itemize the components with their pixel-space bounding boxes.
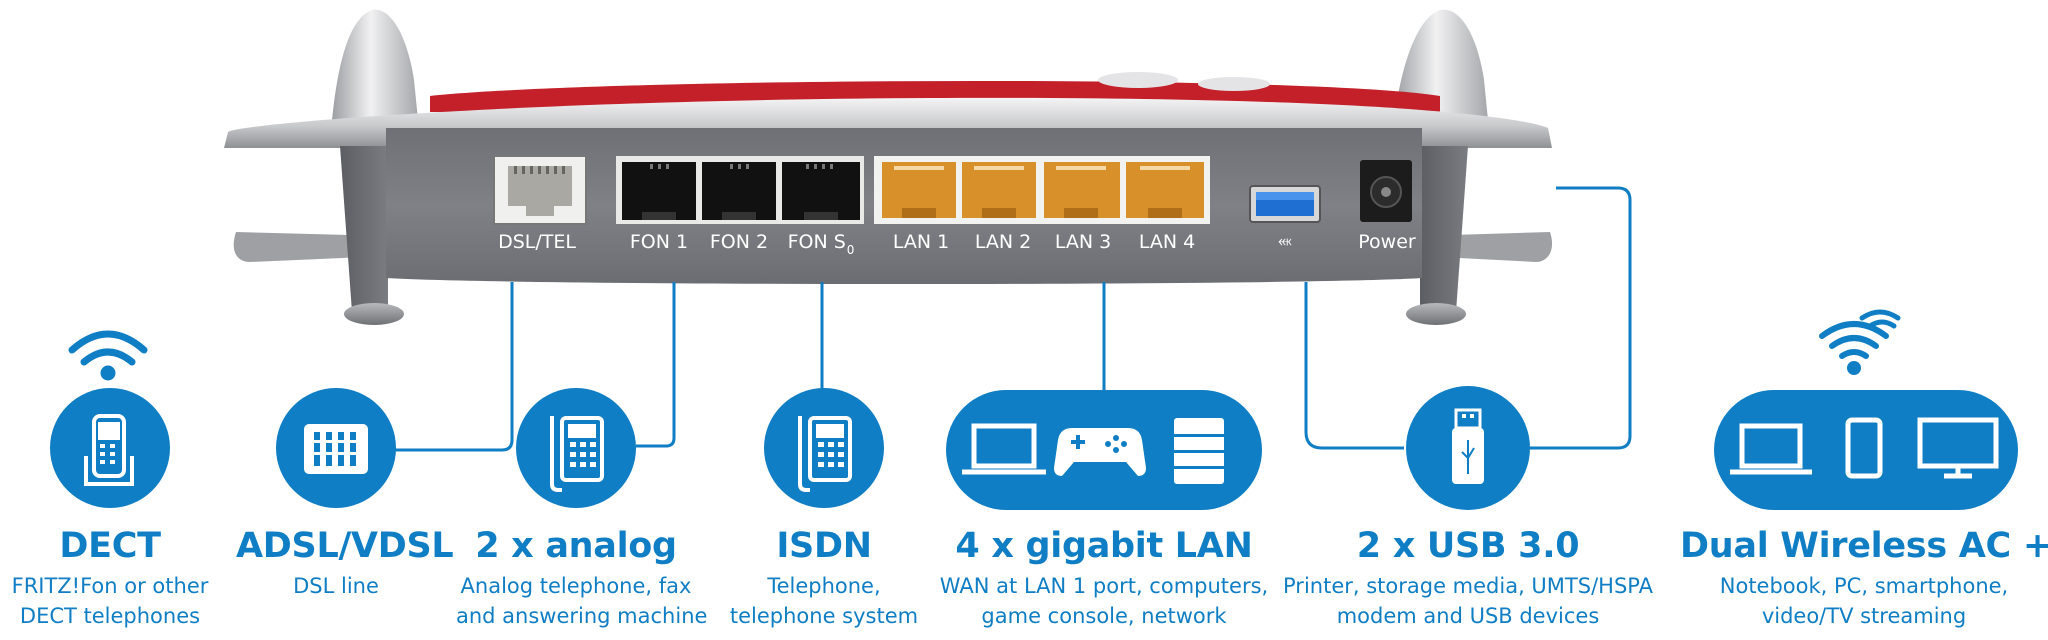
usb-symbol-icon: ⬼ bbox=[1278, 231, 1292, 250]
laptop-icon bbox=[962, 423, 1046, 475]
feature-title-lan: 4 x gigabit LAN bbox=[955, 526, 1253, 566]
port-label-fons0: FON S0 bbox=[776, 231, 866, 257]
connector-usb-left bbox=[1304, 282, 1404, 450]
desk-phone-icon bbox=[550, 416, 604, 492]
feature-wireless: Dual Wireless AC + N Notebook, PC, smart… bbox=[1680, 525, 2048, 631]
wireless-pill bbox=[1714, 390, 2018, 510]
feature-desc-dsl-1: DSL line bbox=[293, 574, 379, 598]
dual-wifi-signal-icon bbox=[1819, 309, 1901, 375]
isdn-circle bbox=[764, 388, 884, 508]
connector-dsl bbox=[392, 282, 514, 452]
feature-title-analog: 2 x analog bbox=[475, 526, 677, 566]
usb-port bbox=[1249, 185, 1321, 223]
left-antenna-fin bbox=[332, 9, 418, 120]
wifi-signal-icon bbox=[68, 330, 148, 381]
desk-phone-icon bbox=[798, 416, 852, 492]
port-label-fons0-text: FON S bbox=[787, 231, 846, 253]
analog-circle bbox=[516, 388, 636, 508]
monitor-icon bbox=[1917, 417, 1999, 479]
feature-title-usb: 2 x USB 3.0 bbox=[1356, 526, 1580, 566]
feature-desc-analog-1: Analog telephone, fax bbox=[460, 574, 692, 598]
cordless-phone-icon bbox=[84, 414, 134, 486]
port-label-lan4: LAN 4 bbox=[1138, 231, 1196, 253]
port-label-power: Power bbox=[1358, 231, 1416, 253]
nas-storage-icon bbox=[1174, 418, 1224, 484]
feature-desc-lan-2: game console, network bbox=[981, 604, 1227, 628]
feature-title-dect: DECT bbox=[59, 526, 161, 566]
dsl-port bbox=[493, 155, 587, 225]
feature-dsl: ADSL/VDSL DSL line bbox=[236, 525, 454, 601]
feature-desc-dect-1: FRITZ!Fon or other bbox=[11, 574, 209, 598]
gamepad-icon bbox=[1054, 428, 1146, 476]
port-label-fon2: FON 2 bbox=[709, 231, 769, 253]
port-label-lan3: LAN 3 bbox=[1054, 231, 1112, 253]
feature-title-dsl: ADSL/VDSL bbox=[236, 526, 454, 566]
right-antenna-fin bbox=[1394, 9, 1488, 120]
connector-usb-right bbox=[1530, 186, 1632, 450]
right-pillar bbox=[1420, 146, 1468, 312]
feature-desc-lan-1: WAN at LAN 1 port, computers, bbox=[939, 574, 1269, 598]
port-label-lan1: LAN 1 bbox=[892, 231, 950, 253]
connector-analog bbox=[636, 282, 676, 448]
port-label-fons0-subscript: 0 bbox=[846, 243, 855, 257]
fon-ports bbox=[616, 156, 864, 224]
feature-isdn: ISDN Telephone, telephone system bbox=[714, 525, 934, 631]
feature-dect: DECT FRITZ!Fon or other DECT telephones bbox=[0, 525, 220, 631]
feature-desc-analog-2: and answering machine bbox=[456, 604, 708, 628]
left-pillar bbox=[340, 146, 388, 312]
dsl-modem-icon bbox=[304, 424, 368, 474]
port-label-fon1: FON 1 bbox=[629, 231, 689, 253]
smartphone-icon bbox=[1845, 417, 1883, 479]
port-label-lan2: LAN 2 bbox=[974, 231, 1032, 253]
feature-analog: 2 x analog Analog telephone, fax and ans… bbox=[456, 525, 708, 631]
feature-title-isdn: ISDN bbox=[776, 526, 872, 566]
lan-ports bbox=[874, 156, 1210, 224]
feature-title-wireless: Dual Wireless AC + N bbox=[1680, 526, 2048, 566]
feature-desc-isdn-1: Telephone, bbox=[767, 574, 881, 598]
left-foot bbox=[344, 303, 404, 325]
feature-desc-usb-2: modem and USB devices bbox=[1336, 604, 1600, 628]
feature-desc-usb-1: Printer, storage media, UMTS/HSPA bbox=[1283, 574, 1653, 598]
usb-stick-icon bbox=[1452, 408, 1484, 484]
port-label-dsl: DSL/TEL bbox=[498, 231, 576, 253]
feature-lan: 4 x gigabit LAN WAN at LAN 1 port, compu… bbox=[934, 525, 1274, 631]
right-foot bbox=[1406, 303, 1466, 325]
power-jack bbox=[1360, 160, 1412, 222]
feature-desc-isdn-2: telephone system bbox=[729, 604, 919, 628]
laptop-icon bbox=[1730, 423, 1812, 475]
feature-desc-wireless-2: video/TV streaming bbox=[1761, 604, 1967, 628]
feature-desc-dect-2: DECT telephones bbox=[19, 604, 201, 628]
feature-desc-wireless-1: Notebook, PC, smartphone, bbox=[1719, 574, 2009, 598]
feature-usb: 2 x USB 3.0 Printer, storage media, UMTS… bbox=[1278, 525, 1658, 631]
